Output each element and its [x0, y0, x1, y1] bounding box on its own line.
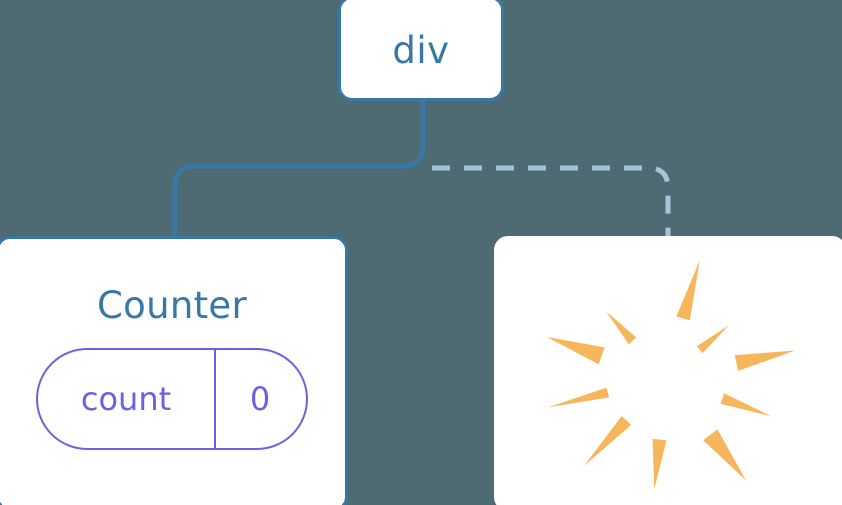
- edge-div-to-sparkle: [432, 165, 671, 238]
- counter-node-label: Counter: [97, 284, 247, 327]
- sparkle-ray-2: [734, 350, 796, 371]
- div-node[interactable]: div: [338, 0, 504, 101]
- counter-state-pill[interactable]: count 0: [36, 348, 308, 450]
- sparkle-burst-icon: [546, 260, 796, 490]
- sparkle-ray-3: [720, 393, 772, 417]
- state-pill-divider: [214, 350, 216, 448]
- sparkle-ray-1: [696, 325, 729, 354]
- counter-node[interactable]: Counter count 0: [0, 236, 348, 505]
- div-node-label: div: [392, 29, 450, 72]
- state-key-label: count: [80, 380, 172, 418]
- sparkle-ray-0: [676, 260, 700, 321]
- state-value-label: 0: [249, 380, 271, 418]
- sparkle-ray-5: [652, 438, 667, 490]
- sparkle-node[interactable]: [494, 236, 842, 505]
- edge-div-to-counter: [172, 100, 426, 238]
- sparkle-ray-6: [584, 415, 632, 466]
- sparkle-ray-8: [546, 336, 605, 365]
- sparkle-ray-7: [547, 387, 609, 408]
- sparkle-ray-9: [605, 311, 637, 345]
- sparkle-ray-4: [703, 429, 747, 481]
